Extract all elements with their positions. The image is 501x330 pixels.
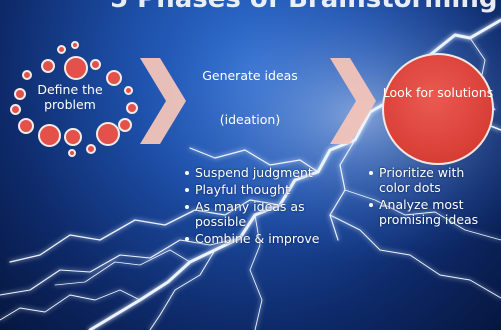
chevron-right-icon <box>330 58 376 144</box>
ring-dot <box>38 124 61 147</box>
ring-dot <box>90 59 101 70</box>
lightning-bolt-branch <box>54 249 191 286</box>
lightning-bolt-branch <box>344 189 501 241</box>
list-item: As many ideas as possible <box>184 199 334 229</box>
ring-dot <box>22 70 32 80</box>
phase-solutions-circle <box>382 53 494 165</box>
list-item: Analyze most promising ideas <box>368 197 496 227</box>
ring-dot <box>106 70 122 86</box>
chevron-right-icon <box>140 58 186 144</box>
phase-generate-sublabel: (ideation) <box>219 112 281 127</box>
lightning-bolt-branch <box>0 237 241 296</box>
lightning-bolt-branch <box>149 249 216 330</box>
lightning-bolt-branch <box>329 214 501 299</box>
slide-title: 5 Phases of Brainstorming <box>110 0 497 14</box>
ring-dot <box>57 45 66 54</box>
lightning-bolt-branch <box>9 199 281 263</box>
list-item: Combine & improve <box>184 231 334 246</box>
ring-dot <box>68 149 76 157</box>
ring-dot <box>96 122 120 146</box>
list-item: Prioritize with color dots <box>368 165 496 195</box>
ring-dot <box>64 128 82 146</box>
phase-define-label: Define the problem <box>37 82 103 112</box>
ring-dot <box>71 41 79 49</box>
lightning-bolt-branch <box>0 289 141 321</box>
ring-dot <box>124 86 133 95</box>
lightning-bolt-branch <box>249 214 263 330</box>
ring-dot <box>18 118 34 134</box>
ring-dot <box>118 118 132 132</box>
list-item: Playful thought <box>184 182 334 197</box>
phase-generate-label: Generate ideas <box>202 68 298 83</box>
ring-dot <box>64 56 88 80</box>
ring-dot <box>14 88 26 100</box>
solutions-bullet-list: Prioritize with color dots Analyze most … <box>368 165 496 229</box>
ring-dot <box>41 59 55 73</box>
list-item: Suspend judgment <box>184 165 334 180</box>
ideation-bullet-list: Suspend judgment Playful thought As many… <box>184 165 334 248</box>
phase-solutions-label: Look for solutions <box>382 85 494 100</box>
ring-dot <box>86 144 96 154</box>
lightning-bolt-branch <box>189 147 319 173</box>
ring-dot <box>126 102 138 114</box>
ring-dot <box>10 104 21 115</box>
